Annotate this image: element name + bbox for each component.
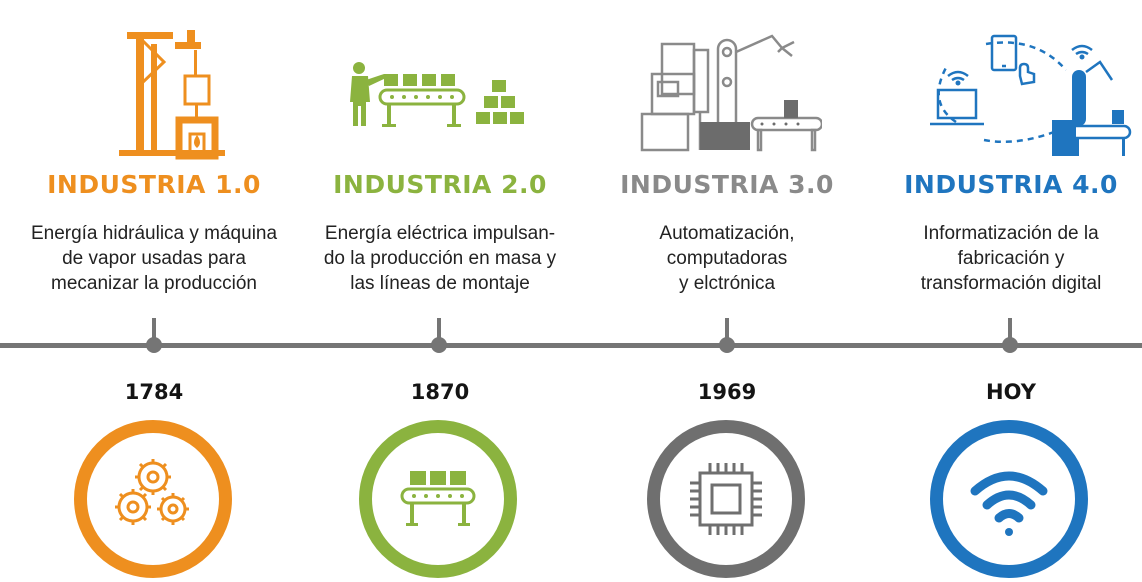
timeline-marker: [431, 337, 447, 353]
stage-industria-3: INDUSTRIA 3.0 Automatización, computador…: [582, 0, 872, 582]
stage-year: 1969: [697, 380, 757, 404]
stage-industria-4: INDUSTRIA 4.0 Informatización de la fabr…: [866, 0, 1142, 582]
robot-arm-illustration: [582, 22, 872, 162]
connected-factory-illustration: [866, 22, 1142, 162]
timeline-axis: [0, 343, 1142, 348]
gears-icon: [74, 420, 232, 578]
assembly-line-illustration: [295, 22, 585, 162]
stage-description: Informatización de la fabricación y tran…: [920, 223, 1102, 294]
stage-year: 1870: [410, 380, 470, 404]
stage-description: Energía eléctrica impulsan- do la produc…: [323, 223, 557, 294]
timeline-tick: [725, 318, 729, 348]
stage-industria-1: INDUSTRIA 1.0 Energía hidráulica y máqui…: [9, 0, 299, 582]
microchip-icon: [647, 420, 805, 578]
stage-industria-2: INDUSTRIA 2.0 Energía eléctrica impulsan…: [295, 0, 585, 582]
timeline-marker: [146, 337, 162, 353]
stage-year: 1784: [124, 380, 184, 404]
timeline-marker: [1002, 337, 1018, 353]
stage-title: INDUSTRIA 4.0: [904, 170, 1118, 199]
timeline-tick: [437, 318, 441, 348]
timeline-marker: [719, 337, 735, 353]
steam-engine-illustration: [9, 22, 299, 162]
stage-title: INDUSTRIA 2.0: [333, 170, 547, 199]
conveyor-belt-icon: [359, 420, 517, 578]
stage-title: INDUSTRIA 1.0: [47, 170, 261, 199]
stage-year: HOY: [986, 380, 1036, 404]
stage-description: Energía hidráulica y máquina de vapor us…: [30, 223, 278, 294]
stage-title: INDUSTRIA 3.0: [620, 170, 834, 199]
timeline-tick: [152, 318, 156, 348]
timeline-tick: [1008, 318, 1012, 348]
wifi-icon: [930, 420, 1088, 578]
stage-description: Automatización, computadoras y elctrónic…: [659, 223, 795, 294]
